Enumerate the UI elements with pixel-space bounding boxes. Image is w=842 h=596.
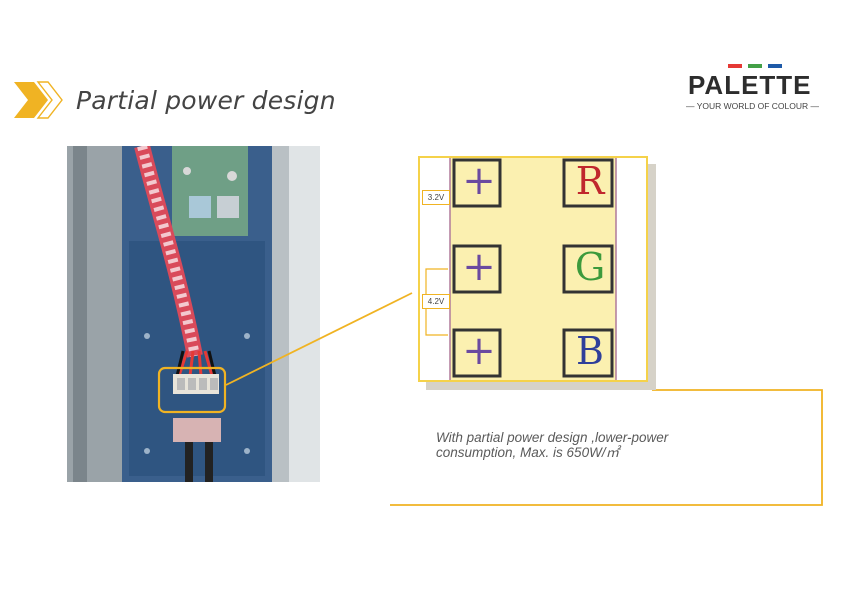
logo-tagline: — YOUR WORLD OF COLOUR —	[686, 101, 820, 111]
channel-b-label: B	[576, 329, 604, 373]
callout-text: With partial power design ,lower-power c…	[436, 430, 766, 460]
callout-line-2: consumption, Max. is 650W/㎡	[436, 445, 620, 460]
plus-symbol-1: +	[462, 158, 496, 204]
logo-name: PALETTE	[688, 70, 812, 100]
plus-symbol-2: +	[462, 244, 496, 290]
rgb-channel-diagram	[420, 158, 646, 380]
page-title: Partial power design	[76, 86, 336, 115]
power-board-photo	[67, 146, 320, 482]
channel-g-label: G	[574, 245, 606, 289]
chevron-logo-icon	[12, 78, 68, 126]
voltage-label-4-2v: 4.2V	[422, 294, 450, 309]
logo-color-bars	[728, 64, 782, 68]
plus-symbol-3: +	[462, 328, 496, 374]
channel-r-label: R	[575, 159, 605, 203]
palette-logo: PALETTE — YOUR WORLD OF COLOUR —	[686, 64, 830, 114]
zoom-detail: + + + R G B	[418, 156, 648, 382]
voltage-label-3-2v: 3.2V	[422, 190, 450, 205]
callout-line-1: With partial power design ,lower-power	[436, 430, 669, 445]
